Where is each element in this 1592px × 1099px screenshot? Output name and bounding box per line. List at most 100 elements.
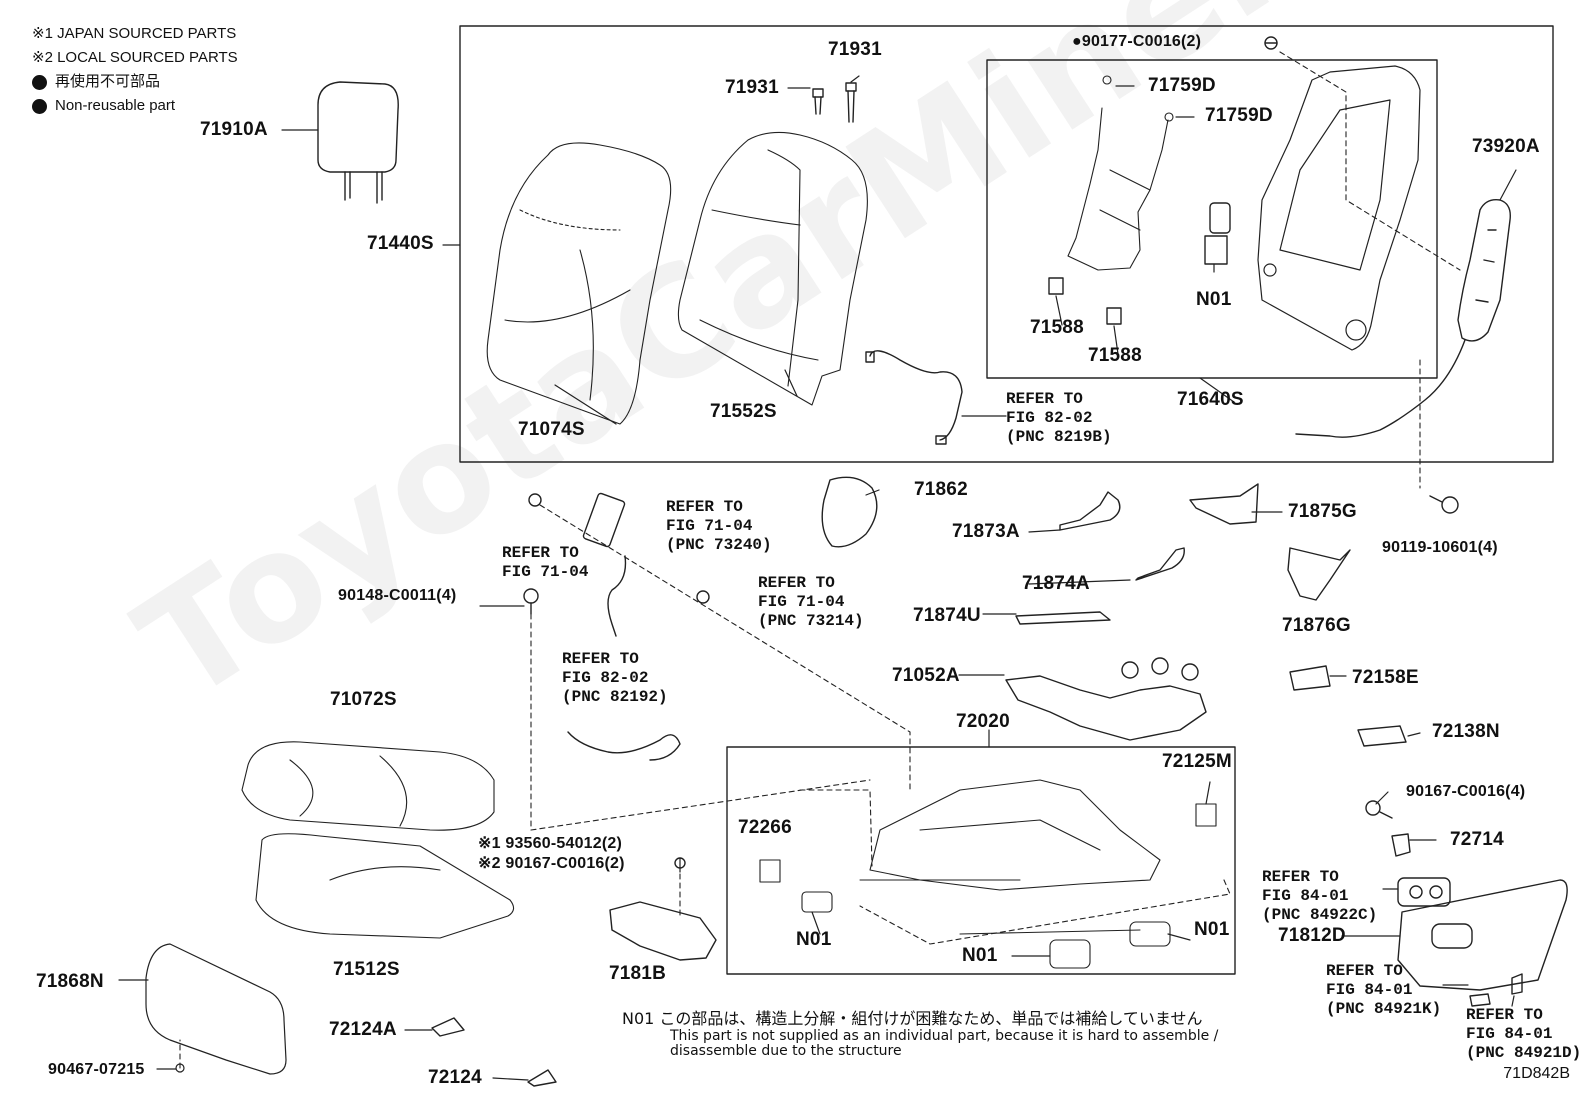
bolt-icon [812,82,857,123]
part-label-72138N[interactable]: 72138N [1432,721,1500,742]
part-label-72158E[interactable]: 72158E [1352,667,1419,688]
part-label-71931[interactable]: 71931 [725,77,779,98]
part-label-N01[interactable]: N01 [1196,289,1232,310]
switch-knob-icon [1391,833,1411,857]
part-label-72714[interactable]: 72714 [1450,829,1504,850]
knob-icon [1469,973,1523,1007]
part-label-73920A[interactable]: 73920A [1472,136,1540,157]
rail-bracket-icon [609,857,717,961]
legend-local-sourced: ※2 LOCAL SOURCED PARTS [32,49,238,66]
part-label-72124A[interactable]: 72124A [329,1019,397,1040]
part-label-71512S[interactable]: 71512S [333,959,400,980]
bolt-icon [1365,800,1393,819]
part-label-N01[interactable]: N01 [962,945,998,966]
shield-icon [1287,547,1351,601]
part-label-71931[interactable]: 71931 [828,39,882,60]
part-label-71074S[interactable]: 71074S [518,419,585,440]
part-label-71052A[interactable]: 71052A [892,665,960,686]
part-label-71072S[interactable]: 71072S [330,689,397,710]
clip-icon [1048,277,1122,325]
seatback-pad-icon [677,131,868,406]
switch-icon [1397,877,1451,907]
part-label-71876G[interactable]: 71876G [1282,615,1351,636]
bolt-icon [523,588,539,615]
refer-to-73214[interactable]: REFER TO FIG 71-04 (PNC 73214) [758,574,864,630]
part-label-71910A[interactable]: 71910A [200,119,268,140]
switch-icon [1289,665,1331,691]
legend-japan-sourced: ※1 JAPAN SOURCED PARTS [32,25,237,42]
clip-icon [431,1017,557,1087]
seatback-cover-icon [486,142,672,425]
part-label-90167-C0016[interactable]: 90167-C0016(4) [1406,783,1526,800]
legend-label: 再使用不可部品 [55,73,161,90]
part-label-71588[interactable]: 71588 [1088,345,1142,366]
dot-icon [32,74,47,90]
grommet-icon [696,590,710,604]
part-label-71759D[interactable]: 71759D [1205,105,1273,126]
trim-strip-icon [1015,611,1111,625]
part-label-71874U[interactable]: 71874U [913,605,981,626]
part-label-71640S[interactable]: 71640S [1177,389,1244,410]
legend-non-reusable-jp: 再使用不可部品 [32,70,238,94]
refer-to-82192[interactable]: REFER TO FIG 82-02 (PNC 82192) [562,650,668,706]
dashed-guide-lines [179,51,1461,1069]
side-pad-icon [821,476,878,548]
part-label-N01[interactable]: N01 [796,929,832,950]
refer-to-8219B[interactable]: REFER TO FIG 82-02 (PNC 8219B) [1006,390,1112,446]
wire-harness-icon [865,350,963,445]
part-label-71873A[interactable]: 71873A [952,521,1020,542]
part-label-93560-54012[interactable]: ※1 93560-54012(2) [478,835,623,852]
cushion-spring-icon [1005,657,1207,741]
part-label-72124[interactable]: 72124 [428,1067,482,1088]
seat-side-cover-icon [1397,879,1568,991]
seat-cushion-cover-icon [241,741,495,831]
seatbelt-buckle-icon [528,492,627,637]
part-label-90177-C0016[interactable]: ●90177-C0016(2) [1072,33,1202,50]
part-label-72266[interactable]: 72266 [738,817,792,838]
part-label-71868N[interactable]: 71868N [36,971,104,992]
shield-icon [1059,491,1121,531]
part-label-71759D[interactable]: 71759D [1148,75,1216,96]
shield-icon [1189,483,1259,525]
refer-to-84921D[interactable]: REFER TO FIG 84-01 (PNC 84921D) [1466,1006,1582,1062]
headrest-icon [317,81,399,204]
legend-label: Non-reusable part [55,97,176,114]
part-label-72020[interactable]: 72020 [956,711,1010,732]
recliner-motor-icon [1204,202,1231,265]
refer-to-84922C[interactable]: REFER TO FIG 84-01 (PNC 84922C) [1262,868,1378,924]
part-label-71812D[interactable]: 71812D [1278,925,1346,946]
part-label-71588[interactable]: 71588 [1030,317,1084,338]
adjuster-group-box [726,746,1236,975]
cover-icon [1357,725,1407,747]
seatback-frame-icon [1257,65,1421,351]
refer-to-73240[interactable]: REFER TO FIG 71-04 (PNC 73240) [666,498,772,554]
part-label-90167-C0016[interactable]: ※2 90167-C0016(2) [478,855,625,872]
part-label-90467-07215[interactable]: 90467-07215 [48,1061,145,1078]
footnote-en-1: This part is not supplied as an individu… [670,1028,1219,1044]
refer-to-71-04[interactable]: REFER TO FIG 71-04 [502,544,589,581]
seat-adjuster-icon [759,779,1217,969]
footnote-en-2: disassemble due to the structure [670,1043,902,1059]
footnote: N01 この部品は、構造上分解・組付けが困難なため、単品では補給していません T… [622,1005,1218,1059]
part-label-71874A[interactable]: 71874A [1022,573,1090,594]
part-label-71862[interactable]: 71862 [914,479,968,500]
part-label-7181B[interactable]: 7181B [609,963,666,984]
part-label-71440S[interactable]: 71440S [367,233,434,254]
refer-to-84921K[interactable]: REFER TO FIG 84-01 (PNC 84921K) [1326,962,1442,1018]
seat-cushion-pad-icon [255,833,515,939]
seatback-group-box [459,25,1554,463]
legend: ※1 JAPAN SOURCED PARTS ※2 LOCAL SOURCED … [32,22,238,118]
diagram-code: 71D842B [1503,1065,1570,1082]
wire-harness-icon [567,731,681,761]
part-label-71552S[interactable]: 71552S [710,401,777,422]
part-label-72125M[interactable]: 72125M [1162,751,1232,772]
part-label-N01[interactable]: N01 [1194,919,1230,940]
dot-icon [32,98,47,114]
frame-bracket-icon [1067,75,1174,271]
part-label-71875G[interactable]: 71875G [1288,501,1357,522]
frame-subgroup-box [986,59,1438,379]
bolt-icon [1264,36,1278,50]
part-label-90148-C0011[interactable]: 90148-C0011(4) [338,587,457,604]
part-label-90119-10601[interactable]: 90119-10601(4) [1382,539,1498,556]
